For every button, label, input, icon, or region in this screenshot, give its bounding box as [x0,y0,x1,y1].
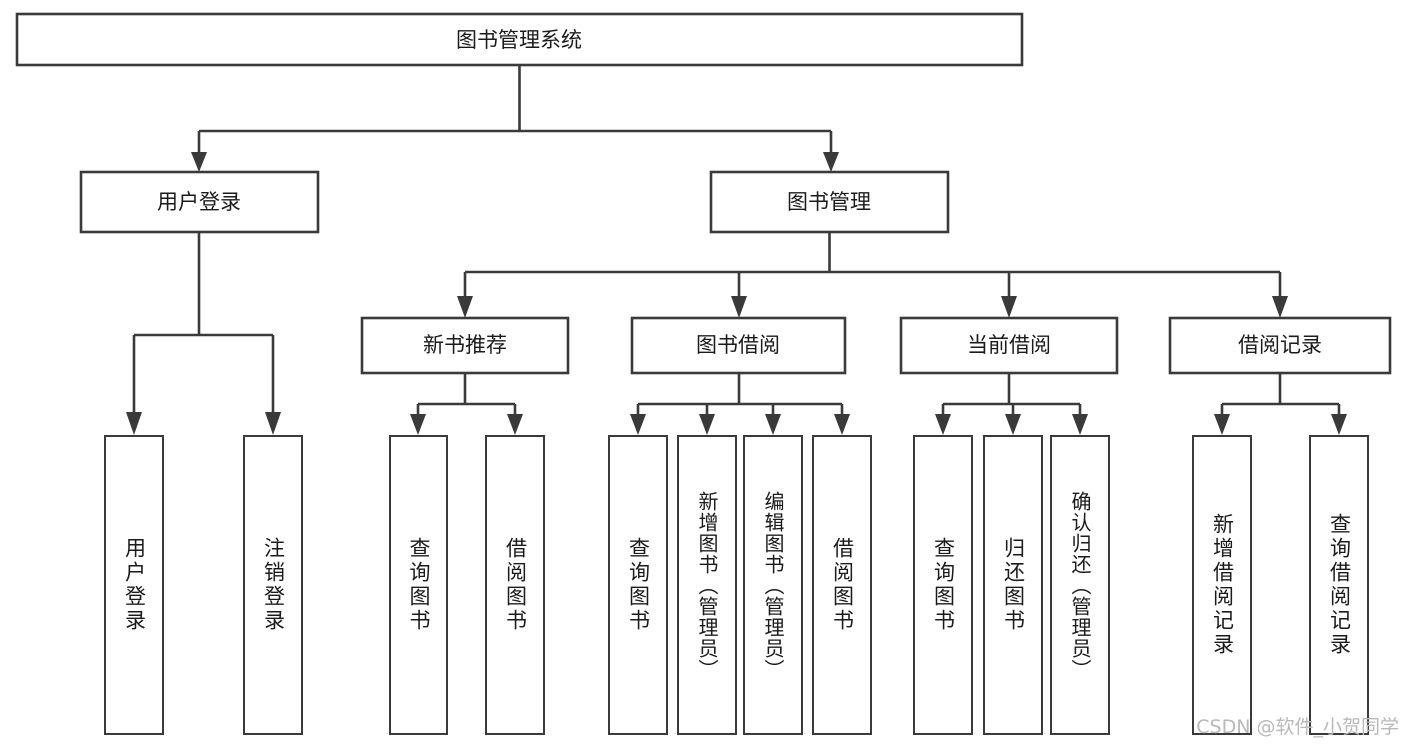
node-user-login-label: 用户登录 [157,190,241,214]
arrowhead-query-book-2 [630,414,646,435]
arrowhead-borrowrecord [1272,296,1288,318]
arrowhead-newbook [457,296,473,318]
leaf-logout-label: 注销登录 [261,537,286,633]
node-book-manage-label: 图书管理 [787,190,871,214]
leaf-query-book-2-label: 查询图书 [626,537,651,633]
arrowhead-query-record [1331,414,1347,435]
arrowhead-borrow-book-1 [507,414,523,435]
leaf-query-book-2[interactable]: 查询图书 [608,435,668,735]
node-user-login[interactable]: 用户登录 [79,170,320,234]
leaf-borrow-book-1[interactable]: 借阅图书 [485,435,545,735]
arrowhead-add-book [699,414,715,435]
node-borrow-record-label: 借阅记录 [1238,333,1322,357]
leaf-user-login[interactable]: 用户登录 [104,435,164,735]
node-root-label: 图书管理系统 [456,28,582,52]
node-book-manage[interactable]: 图书管理 [709,170,950,234]
leaf-add-record-label: 新增借阅记录 [1210,513,1235,657]
node-new-book-rec[interactable]: 新书推荐 [360,316,570,375]
node-root-box[interactable] [15,12,1024,67]
node-current-borrow-box[interactable] [899,316,1119,375]
node-new-book-rec-box[interactable] [360,316,570,375]
node-borrow-record-box[interactable] [1168,316,1392,375]
arrowhead-userlogin [191,152,207,172]
node-new-book-rec-label: 新书推荐 [423,333,507,357]
leaf-query-book-3-label: 查询图书 [931,537,956,633]
node-book-borrow-box[interactable] [630,316,847,375]
connector-layer [126,65,1347,435]
leaf-user-login-label: 用户登录 [122,537,147,633]
leaf-add-book[interactable]: 新增图书（管理员） [677,435,737,735]
node-borrow-record[interactable]: 借阅记录 [1168,316,1392,375]
leaf-borrow-book-2-label: 借阅图书 [830,537,855,633]
node-book-borrow-label: 图书借阅 [696,333,780,357]
leaf-edit-book[interactable]: 编辑图书（管理员） [743,435,803,735]
node-book-manage-box[interactable] [709,170,950,234]
node-root[interactable]: 图书管理系统 [15,12,1024,67]
node-current-borrow[interactable]: 当前借阅 [899,316,1119,375]
arrowhead-query-book-1 [410,414,426,435]
leaf-query-book-1[interactable]: 查询图书 [389,435,448,735]
leaf-borrow-book-2[interactable]: 借阅图书 [812,435,872,735]
leaf-edit-book-label: 编辑图书（管理员） [761,490,785,680]
leaf-query-record-label: 查询借阅记录 [1327,513,1352,657]
arrowhead-bookmanage [823,152,839,172]
leaf-confirm-return-label: 确认归还（管理员） [1068,490,1092,680]
arrowhead-query-book-3 [935,414,951,435]
node-book-borrow[interactable]: 图书借阅 [630,316,847,375]
arrowhead-leaf-user-login [126,412,142,435]
leaf-return-book-label: 归还图书 [1001,537,1026,633]
leaf-borrow-book-1-label: 借阅图书 [503,537,528,633]
arrowhead-return-book [1005,414,1021,435]
arrowhead-confirm-return [1072,414,1088,435]
leaf-query-book-1-label: 查询图书 [407,537,431,633]
arrowhead-borrow-book-2 [834,414,850,435]
leaf-add-record[interactable]: 新增借阅记录 [1192,435,1252,735]
arrowhead-leaf-logout [265,412,281,435]
leaf-query-record[interactable]: 查询借阅记录 [1309,435,1369,735]
arrowhead-add-record [1214,414,1230,435]
leaf-logout[interactable]: 注销登录 [243,435,303,735]
leaf-confirm-return[interactable]: 确认归还（管理员） [1050,435,1110,735]
leaf-query-book-3[interactable]: 查询图书 [913,435,973,735]
node-current-borrow-label: 当前借阅 [967,333,1051,357]
arrowhead-bookborrow [731,296,747,318]
leaf-add-book-label: 新增图书（管理员） [695,490,719,680]
node-user-login-box[interactable] [79,170,320,234]
arrowhead-currentborrow [1001,296,1017,318]
arrowhead-edit-book [765,414,781,435]
leaf-return-book[interactable]: 归还图书 [983,435,1043,735]
